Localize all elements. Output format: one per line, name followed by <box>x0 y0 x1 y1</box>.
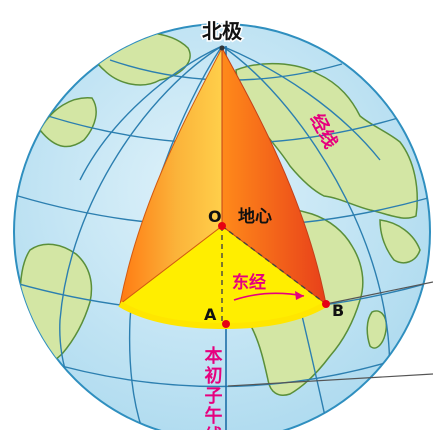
ob-dashed-line <box>221 225 327 305</box>
wedge-right-face <box>221 47 327 306</box>
point-a-dot <box>222 320 230 328</box>
europe-land <box>235 62 418 219</box>
meridian-line-5 <box>79 45 223 181</box>
leader-line-b <box>325 281 433 305</box>
point-a-label: A <box>204 305 217 324</box>
center-label: 地心 <box>238 206 272 227</box>
madagascar-land <box>366 310 388 349</box>
leader-line-prime <box>227 373 433 387</box>
north-pole-label: 北极 <box>202 19 243 43</box>
wedge-left-face <box>119 47 223 306</box>
meridian-line-6 <box>221 45 381 161</box>
point-b-dot <box>322 300 330 308</box>
north-pole-dot <box>219 45 225 51</box>
prime-meridian-label: 本初子午线 <box>202 345 223 430</box>
point-b-label: B <box>332 301 344 320</box>
east-longitude-label: 东经 <box>232 272 266 293</box>
arabia-land <box>379 219 421 264</box>
center-point-label: O <box>208 207 222 226</box>
east-longitude-arrowhead <box>295 291 304 300</box>
latitude-line-5 <box>39 357 403 388</box>
point-o-dot <box>218 222 226 230</box>
